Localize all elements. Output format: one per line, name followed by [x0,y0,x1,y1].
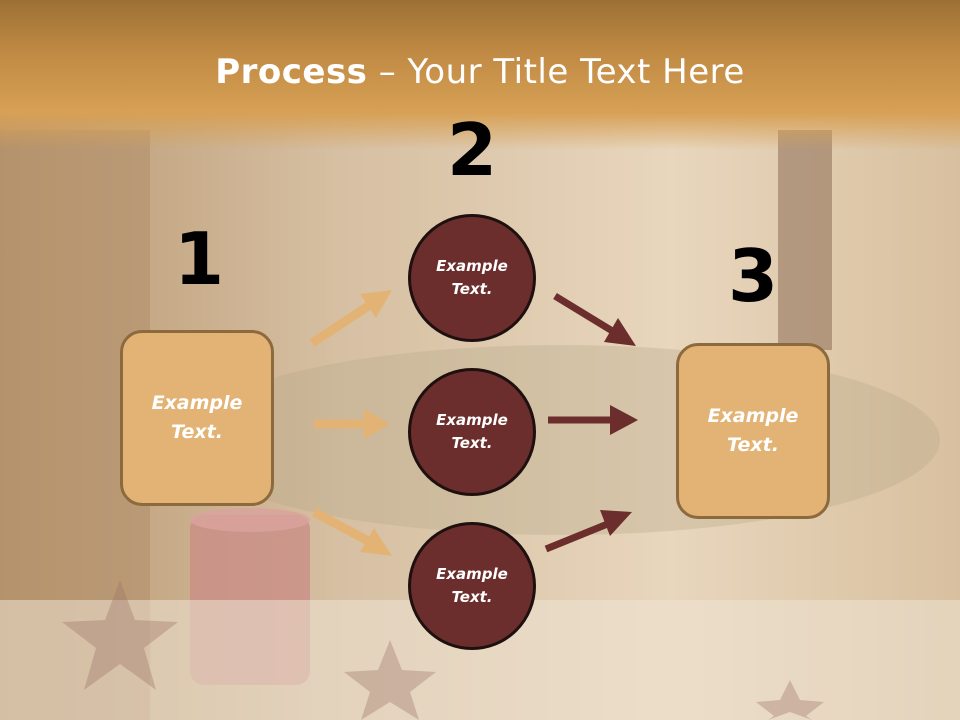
arrow-1-to-circle-middle [314,409,390,439]
arrow-circle-top-to-3 [553,293,636,346]
arrow-1-to-circle-top [309,290,392,347]
circle-middle: Example Text. [408,368,536,496]
arrow-circle-middle-to-3 [548,405,638,435]
arrow-1-to-circle-bottom [311,508,392,556]
title-bold: Process [215,52,368,92]
step-1-box: Example Text. [120,330,274,506]
title-rest: – Your Title Text Here [367,52,745,92]
slide-title: Process – Your Title Text Here [0,52,960,92]
step-3-box: Example Text. [676,343,830,519]
title-banner [0,0,960,150]
step-number-3: 3 [727,234,779,318]
step-number-2: 2 [446,108,498,192]
circle-top: Example Text. [408,214,536,342]
arrow-circle-bottom-to-3 [544,510,632,553]
step-number-1: 1 [173,217,225,301]
circle-bottom: Example Text. [408,522,536,650]
